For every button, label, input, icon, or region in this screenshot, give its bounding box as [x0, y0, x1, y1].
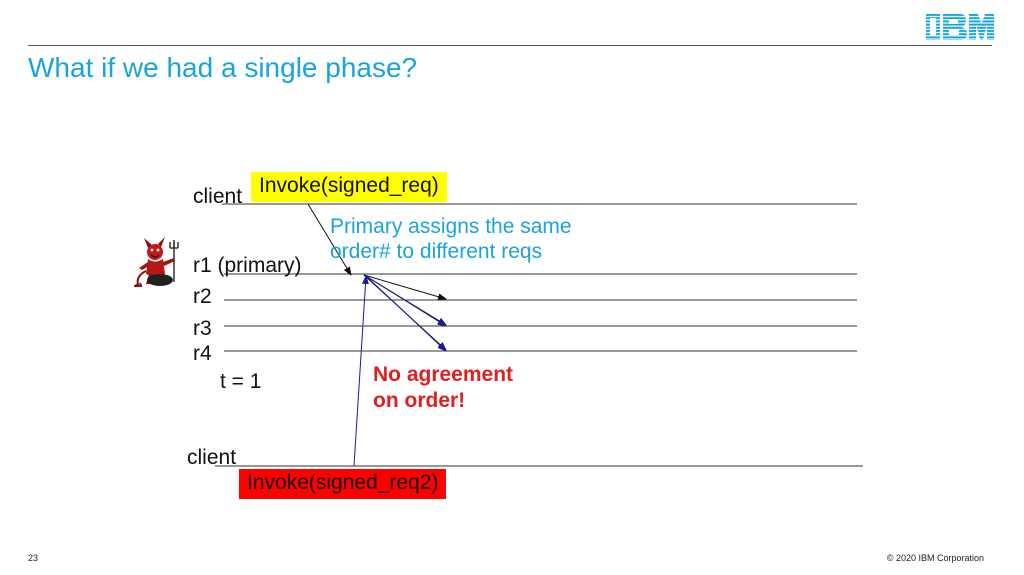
pre-prepare-arrow-r3-req2 [365, 275, 447, 327]
ibm-logo [926, 14, 994, 45]
invoke-request2-box: Invoke(signed_req2) [239, 469, 447, 499]
page-number: 23 [28, 553, 39, 563]
devil-icon [131, 236, 186, 293]
time-label: t = 1 [220, 370, 262, 393]
invoke-request-box: Invoke(signed_req) [251, 172, 447, 202]
pre-prepare-arrow-r2-req1 [363, 274, 447, 301]
primary-note: Primary assigns the same order# to diffe… [330, 214, 572, 264]
r3-label: r3 [193, 317, 212, 340]
request2-arrow [353, 275, 369, 467]
client-bottom-label: client [187, 446, 237, 469]
r2-label: r2 [193, 285, 212, 308]
title-divider [28, 45, 992, 46]
conflict-note-line2: on order! [373, 389, 466, 412]
r1-label: r1 (primary) [193, 254, 302, 277]
conflict-note: No agreement on order! [373, 362, 513, 414]
client-top-label: client [193, 185, 243, 208]
primary-note-line2: order# to different reqs [330, 240, 543, 263]
request-arrow [307, 203, 352, 276]
pre-prepare-arrow-r4-req2 [365, 275, 447, 352]
primary-note-line1: Primary assigns the same [330, 215, 572, 238]
r4-label: r4 [193, 342, 212, 365]
conflict-note-line1: No agreement [373, 363, 514, 386]
slide-title: What if we had a single phase? [28, 52, 418, 83]
copyright-notice: © 2020 IBM Corporation [886, 553, 984, 563]
